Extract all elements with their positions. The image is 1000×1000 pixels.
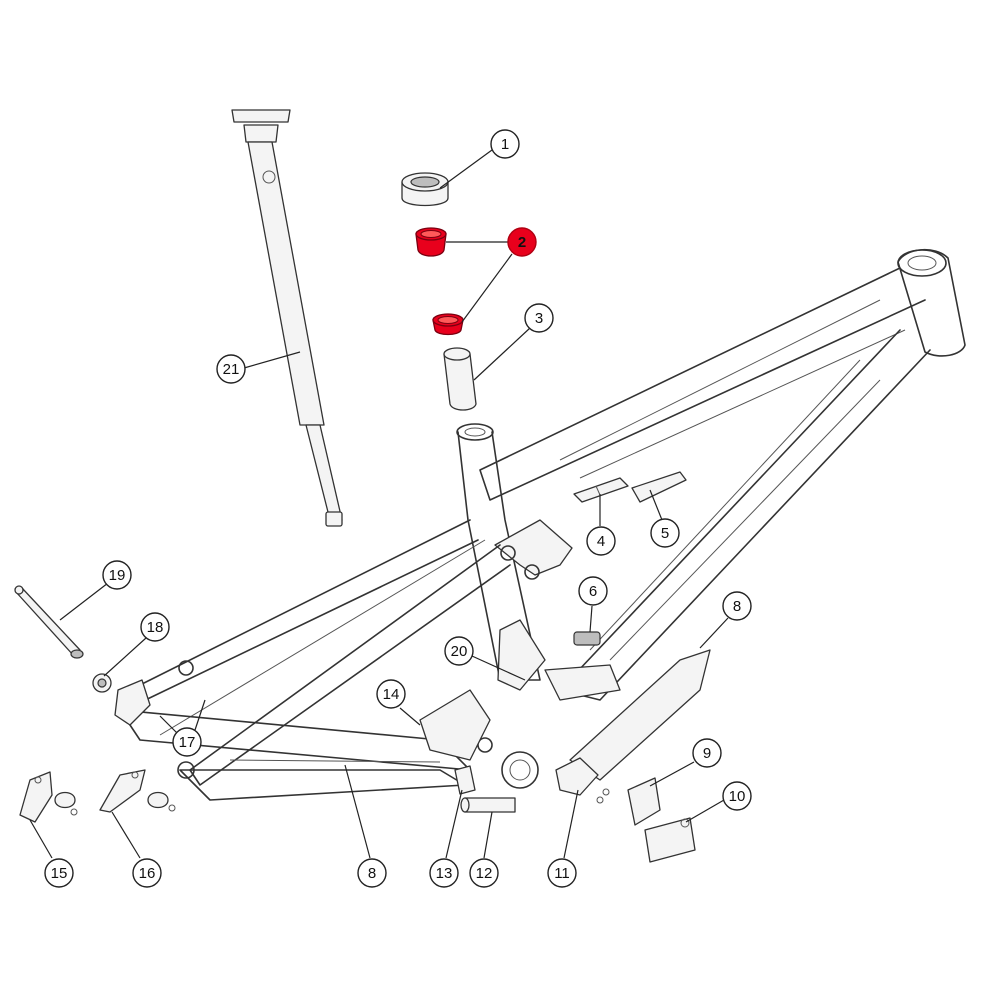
- cover-plate-part: [631, 471, 687, 503]
- thru-axle-part: [14, 585, 84, 659]
- guard-clip-part: [627, 777, 661, 826]
- callout-6-label: 6: [589, 583, 597, 600]
- callout-14: 14: [376, 679, 406, 709]
- callout-21-label: 21: [223, 361, 240, 378]
- callout-20-label: 20: [451, 643, 468, 660]
- callout-12-label: 12: [476, 865, 493, 882]
- grommet-part: [573, 631, 601, 646]
- callout-16-label: 16: [139, 865, 156, 882]
- callout-9-label: 9: [703, 745, 711, 762]
- callout-19-label: 19: [109, 567, 126, 584]
- callout-15: 15: [44, 858, 74, 888]
- callout-4: 4: [586, 526, 616, 556]
- pivot-bolt-part: [454, 765, 476, 795]
- callout-8-lower-label: 8: [368, 865, 376, 882]
- callout-17-label: 17: [179, 734, 196, 751]
- seat-tube-insert-part: [443, 347, 477, 411]
- dropper-post-part: [231, 109, 343, 527]
- callout-1-label: 1: [501, 136, 509, 153]
- callout-18-label: 18: [147, 619, 164, 636]
- callout-12: 12: [469, 858, 499, 888]
- callout-8-lower: 8: [357, 858, 387, 888]
- callout-11-label: 11: [554, 865, 570, 882]
- callout-3: 3: [524, 303, 554, 333]
- callout-20: 20: [444, 636, 474, 666]
- headset-cup-part: [401, 172, 449, 207]
- callout-14-label: 14: [383, 686, 400, 703]
- callout-5-label: 5: [661, 525, 669, 542]
- callout-13-label: 13: [436, 865, 453, 882]
- callout-13: 13: [429, 858, 459, 888]
- derailleur-hanger-a-part: [19, 771, 78, 823]
- callout-1: 1: [490, 129, 520, 159]
- callout-16: 16: [132, 858, 162, 888]
- callout-19: 19: [102, 560, 132, 590]
- spacer-ring-upper-part: [415, 227, 447, 257]
- lower-bracket-part: [555, 757, 610, 804]
- callout-5: 5: [650, 518, 680, 548]
- callout-17: 17: [172, 727, 202, 757]
- callout-10-label: 10: [729, 788, 746, 805]
- callout-9: 9: [692, 738, 722, 768]
- main-frame: [114, 248, 966, 801]
- axle-sleeve-part: [460, 797, 516, 813]
- leader-lines: [29, 149, 729, 859]
- callout-15-label: 15: [51, 865, 68, 882]
- derailleur-hanger-b-part: [99, 769, 176, 813]
- axle-nut-part: [92, 673, 112, 693]
- callout-18: 18: [140, 612, 170, 642]
- callout-3-label: 3: [535, 310, 543, 327]
- callout-6: 6: [578, 576, 608, 606]
- callout-10: 10: [722, 781, 752, 811]
- cable-port-part: [573, 477, 629, 503]
- callout-2: 2: [507, 227, 537, 257]
- callout-11: 11: [547, 858, 577, 888]
- callout-21: 21: [216, 354, 246, 384]
- callout-4-label: 4: [597, 533, 605, 550]
- callout-2-label: 2: [518, 234, 526, 251]
- spacer-ring-lower-part: [432, 313, 464, 336]
- callout-8-upper-label: 8: [733, 598, 741, 615]
- callout-8-upper: 8: [722, 591, 752, 621]
- mount-plate-part: [644, 817, 696, 863]
